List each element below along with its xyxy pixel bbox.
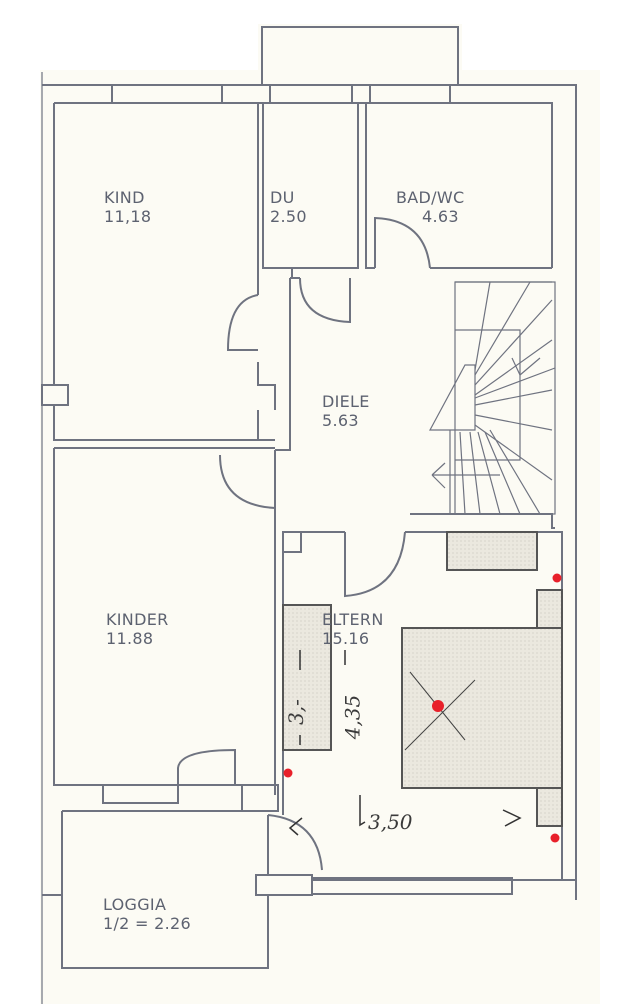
- room-area: 2.50: [270, 207, 307, 226]
- room-name: DIELE: [322, 392, 370, 411]
- dimension-room-width: 3,50: [368, 810, 413, 834]
- room-name: DU: [270, 188, 295, 207]
- room-area: 5.63: [322, 411, 359, 430]
- room-label-eltern: ELTERN 15.16: [322, 610, 384, 648]
- room-name: KIND: [104, 188, 145, 207]
- room-label-loggia: LOGGIA 1/2 = 2.26: [103, 895, 191, 933]
- outlet-marker: [283, 768, 293, 778]
- room-label-bad-wc: BAD/WC 4.63: [396, 188, 464, 226]
- room-label-diele: DIELE 5.63: [322, 392, 370, 430]
- room-area: 15.16: [322, 629, 370, 648]
- room-name: LOGGIA: [103, 895, 167, 914]
- plan-paper-top: [258, 24, 462, 84]
- room-area: 11.88: [106, 629, 154, 648]
- dimension-wardrobe: 3,-: [283, 699, 308, 725]
- room-label-du: DU 2.50: [270, 188, 307, 226]
- room-area: 4.63: [422, 207, 459, 226]
- room-area: 1/2 = 2.26: [103, 914, 191, 933]
- top-balcony: [261, 26, 459, 86]
- room-name: KINDER: [106, 610, 169, 629]
- room-label-kinder: KINDER 11.88: [106, 610, 169, 648]
- room-label-kind: KIND 11,18: [104, 188, 151, 226]
- dimension-room-length: 4,35: [340, 694, 365, 740]
- room-area: 11,18: [104, 207, 152, 226]
- ceiling-light-marker: [432, 700, 444, 712]
- room-name: BAD/WC: [396, 188, 465, 207]
- outlet-marker: [550, 833, 560, 843]
- outlet-marker: [552, 573, 562, 583]
- room-name: ELTERN: [322, 610, 384, 629]
